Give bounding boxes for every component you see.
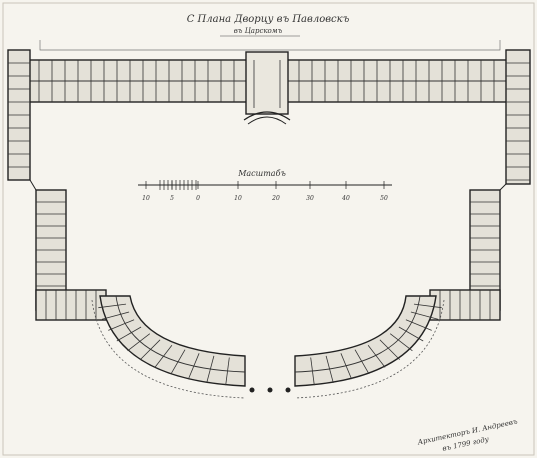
quadrant-room-wall	[367, 344, 386, 368]
quadrant-room-wall	[405, 319, 432, 331]
quadrant-room-wall	[170, 349, 186, 375]
quadrant-room-wall	[206, 355, 215, 384]
quadrant-room-wall	[379, 339, 400, 360]
quadrant-room-wall	[225, 357, 230, 386]
gate-post	[285, 387, 291, 393]
scale-tick-label: 50	[380, 195, 388, 202]
quadrant-room-wall	[127, 333, 151, 352]
quadrant-room-wall	[413, 303, 442, 309]
east-quadrant-outline	[294, 295, 437, 387]
scale-tick-label: 20	[271, 195, 280, 202]
scale-tick-label: 0	[196, 195, 200, 202]
gate-post	[249, 387, 255, 393]
quadrant-room-wall	[340, 353, 352, 380]
central-pavilion	[243, 51, 291, 125]
quadrant-room-wall	[398, 326, 424, 342]
central-pavilion-outline	[245, 51, 289, 115]
quadrant-room-wall	[325, 355, 334, 384]
quadrant-room-wall	[154, 344, 173, 368]
west-south-wing-outline	[35, 289, 107, 321]
east-connector	[499, 183, 507, 191]
quadrant-room-wall	[310, 357, 315, 386]
quadrant-room-wall	[140, 339, 161, 360]
west-quadrant-corridor	[115, 295, 246, 373]
scale-tick-label: 30	[306, 195, 314, 202]
quadrant-room-wall	[410, 311, 439, 320]
west-quadrant-outline	[99, 295, 246, 387]
scale-caption: Масштабъ	[237, 169, 286, 178]
west-arcade-line	[91, 299, 246, 399]
east-quadrant-corridor	[294, 295, 421, 373]
scale-tick-label: 10	[234, 195, 242, 202]
quadrant-room-wall	[116, 326, 142, 342]
entrance-steps-arc	[243, 111, 291, 121]
entrance-steps-arc	[247, 116, 287, 125]
quadrant-room-wall	[108, 319, 135, 331]
east-arcade-line	[294, 299, 445, 399]
west-quadrant-wing	[91, 295, 246, 399]
plan-title-line2: въ Царскомъ	[234, 27, 283, 35]
scale-tick-label: 5	[170, 195, 174, 202]
west-connector	[29, 179, 37, 191]
east-tower-outline	[505, 49, 531, 185]
quadrant-room-wall	[389, 333, 413, 352]
quadrant-room-wall	[98, 303, 127, 309]
plan-title: С Плана Дворцу въ Павловскъ	[187, 14, 350, 25]
scale-tick-label: 40	[341, 195, 350, 202]
quadrant-room-wall	[101, 311, 130, 320]
outer-boundary-line	[39, 40, 501, 51]
quadrant-room-wall	[354, 349, 370, 375]
east-south-wing-outline	[429, 289, 501, 321]
gate-post	[267, 387, 273, 393]
east-quadrant-wing	[294, 295, 445, 399]
scale-tick-label: 10	[142, 195, 150, 202]
quadrant-room-wall	[188, 353, 200, 380]
